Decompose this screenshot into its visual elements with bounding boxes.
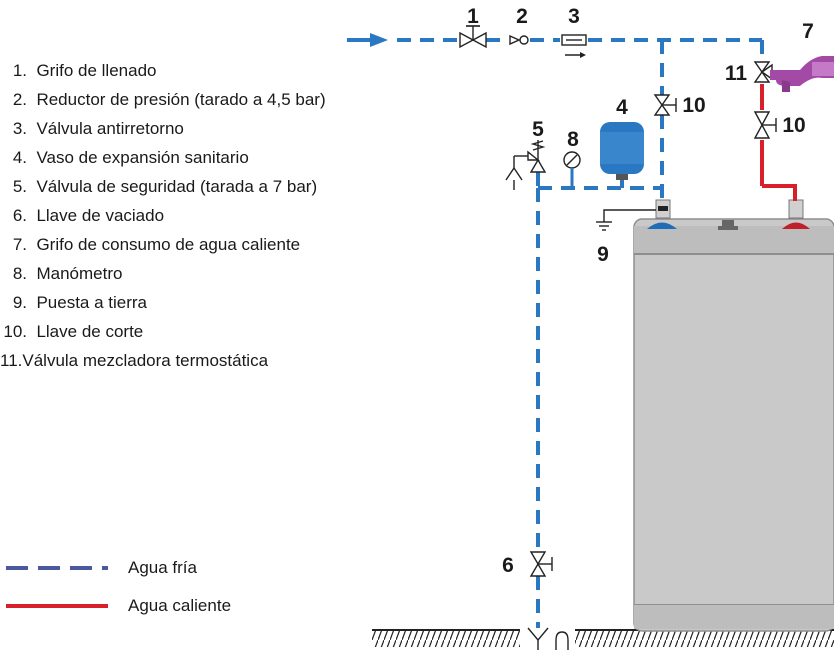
legend-item: 7. Grifo de consumo de agua caliente xyxy=(12,235,301,254)
legend-item: 8. Manómetro xyxy=(12,264,123,283)
safety-valve xyxy=(505,140,547,190)
callout-3: 3 xyxy=(568,5,580,28)
legend-item: 10. Llave de corte xyxy=(3,322,144,341)
hot-outlet-fitting xyxy=(782,222,810,229)
pressure-reducer-valve xyxy=(509,34,529,46)
legend-item: 1. Grifo de llenado xyxy=(12,61,157,80)
ground xyxy=(372,629,834,647)
key-cold-label: Agua fría xyxy=(128,558,197,577)
cold-shutoff-valve xyxy=(653,94,677,116)
cold-inlet-fitting xyxy=(647,222,677,229)
callout-8: 8 xyxy=(567,128,579,151)
legend-item: 6. Llave de vaciado xyxy=(12,206,165,225)
faucet-icon xyxy=(770,56,834,92)
callout-6: 6 xyxy=(502,554,514,577)
legend-item: 11.Válvula mezcladora termostática xyxy=(0,351,269,370)
water-heater-tank xyxy=(633,199,834,632)
legend-item: 9. Puesta a tierra xyxy=(12,293,148,312)
callout-11: 11 xyxy=(725,62,748,85)
callout-4: 4 xyxy=(616,96,628,119)
cold-water-pipe xyxy=(397,38,764,628)
drain-valve xyxy=(529,551,553,577)
callout-9: 9 xyxy=(597,243,609,266)
earth-ground-icon xyxy=(596,209,656,231)
callout-7: 7 xyxy=(802,20,814,43)
drain-outlet xyxy=(527,627,569,650)
inlet-arrow xyxy=(347,33,388,47)
thermostatic-mixing-valve xyxy=(753,61,773,83)
callout-1: 1 xyxy=(467,5,479,28)
callout-5: 5 xyxy=(532,118,544,141)
hot-shutoff-valve xyxy=(753,111,777,139)
filling-tap-valve xyxy=(459,25,487,49)
callout-10-cold: 10 xyxy=(682,94,705,117)
manometer-gauge xyxy=(563,151,581,188)
legend-item: 2. Reductor de presión (tarado a 4,5 bar… xyxy=(12,90,326,109)
legend-item: 4. Vaso de expansión sanitario xyxy=(12,148,249,167)
callout-2: 2 xyxy=(516,5,528,28)
check-valve xyxy=(561,34,587,58)
hot-water-pipe xyxy=(760,84,797,201)
legend-item: 3. Válvula antirretorno xyxy=(12,119,184,138)
key-hot-label: Agua caliente xyxy=(128,596,232,615)
expansion-vessel xyxy=(600,122,644,188)
legend-item: 5. Válvula de seguridad (tarada a 7 bar) xyxy=(12,177,318,196)
callout-10-hot: 10 xyxy=(782,114,805,137)
